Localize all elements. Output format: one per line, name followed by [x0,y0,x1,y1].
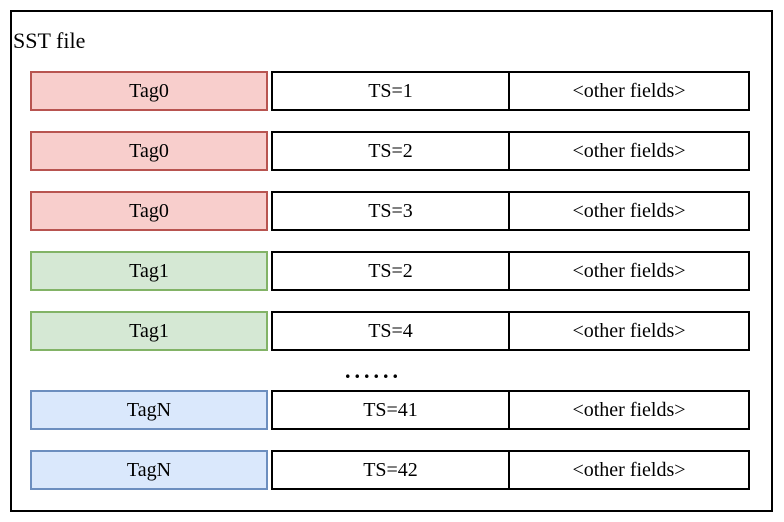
timestamp-cell: TS=2 [271,131,510,171]
other-fields-cell: <other fields> [508,390,750,430]
other-fields-cell: <other fields> [508,191,750,231]
record-row: TagN TS=41 <other fields> [30,390,771,430]
tag-cell: Tag0 [30,191,268,231]
record-row: Tag0 TS=3 <other fields> [30,191,771,231]
record-row: TagN TS=42 <other fields> [30,450,771,490]
record-row: Tag1 TS=4 <other fields> [30,311,771,351]
tag-cell: TagN [30,390,268,430]
record-row: Tag1 TS=2 <other fields> [30,251,771,291]
tag-cell: Tag0 [30,131,268,171]
sst-file-frame: SST file Tag0 TS=1 <other fields> Tag0 T… [10,10,773,512]
timestamp-cell: TS=4 [271,311,510,351]
record-row: Tag0 TS=1 <other fields> [30,71,771,111]
diagram-title: SST file [13,28,86,53]
timestamp-cell: TS=1 [271,71,510,111]
other-fields-cell: <other fields> [508,251,750,291]
ellipsis-row: ...... [30,351,771,390]
tag-cell: Tag1 [30,311,268,351]
tag-cell: TagN [30,450,268,490]
tag-cell: Tag0 [30,71,268,111]
timestamp-cell: TS=41 [271,390,510,430]
other-fields-cell: <other fields> [508,450,750,490]
record-rows: Tag0 TS=1 <other fields> Tag0 TS=2 <othe… [12,71,771,490]
timestamp-cell: TS=2 [271,251,510,291]
record-row: Tag0 TS=2 <other fields> [30,131,771,171]
timestamp-cell: TS=3 [271,191,510,231]
ellipsis-text: ...... [345,357,402,383]
other-fields-cell: <other fields> [508,311,750,351]
other-fields-cell: <other fields> [508,131,750,171]
other-fields-cell: <other fields> [508,71,750,111]
tag-cell: Tag1 [30,251,268,291]
timestamp-cell: TS=42 [271,450,510,490]
